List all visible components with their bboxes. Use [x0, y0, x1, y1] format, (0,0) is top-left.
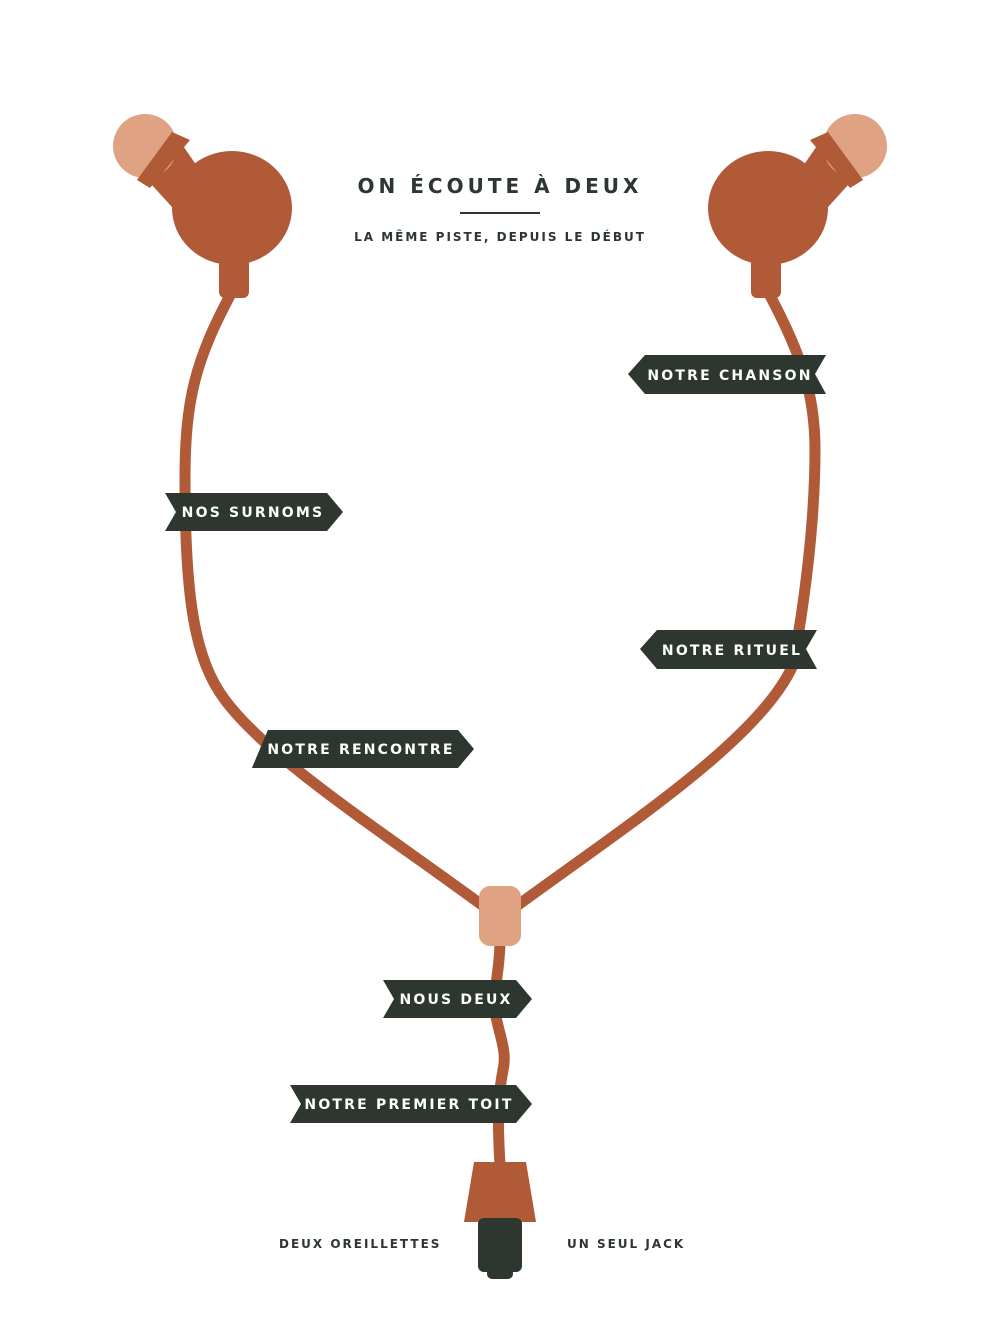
title-divider — [460, 212, 540, 214]
label-notre-premier-toit-text: NOTRE PREMIER TOIT — [304, 1097, 513, 1113]
label-notre-rencontre-text: NOTRE RENCONTRE — [267, 742, 454, 758]
label-notre-chanson: NOTRE CHANSON — [628, 355, 826, 394]
label-notre-chanson-text: NOTRE CHANSON — [647, 368, 812, 384]
label-notre-rencontre: NOTRE RENCONTRE — [252, 730, 474, 768]
label-notre-rituel: NOTRE RITUEL — [640, 630, 817, 669]
label-notre-rituel-text: NOTRE RITUEL — [662, 643, 802, 659]
footer-left-caption: DEUX OREILLETTES — [279, 1237, 442, 1251]
label-nous-deux: NOUS DEUX — [383, 980, 532, 1018]
cable-splitter — [479, 886, 521, 946]
right-earbud — [708, 114, 887, 298]
label-nos-surnoms: NOS SURNOMS — [165, 493, 343, 531]
left-cable — [179, 284, 492, 914]
jack-plug — [464, 1162, 536, 1279]
left-earbud — [113, 114, 292, 298]
label-nos-surnoms-text: NOS SURNOMS — [182, 505, 325, 521]
label-nous-deux-text: NOUS DEUX — [399, 992, 512, 1008]
main-cable — [489, 934, 510, 1171]
label-notre-premier-toit: NOTRE PREMIER TOIT — [290, 1085, 532, 1123]
footer-right-caption: UN SEUL JACK — [567, 1237, 686, 1251]
page-subtitle: LA MÊME PISTE, DEPUIS LE DÉBUT — [354, 230, 646, 244]
page-title: ON ÉCOUTE À DEUX — [357, 174, 643, 198]
